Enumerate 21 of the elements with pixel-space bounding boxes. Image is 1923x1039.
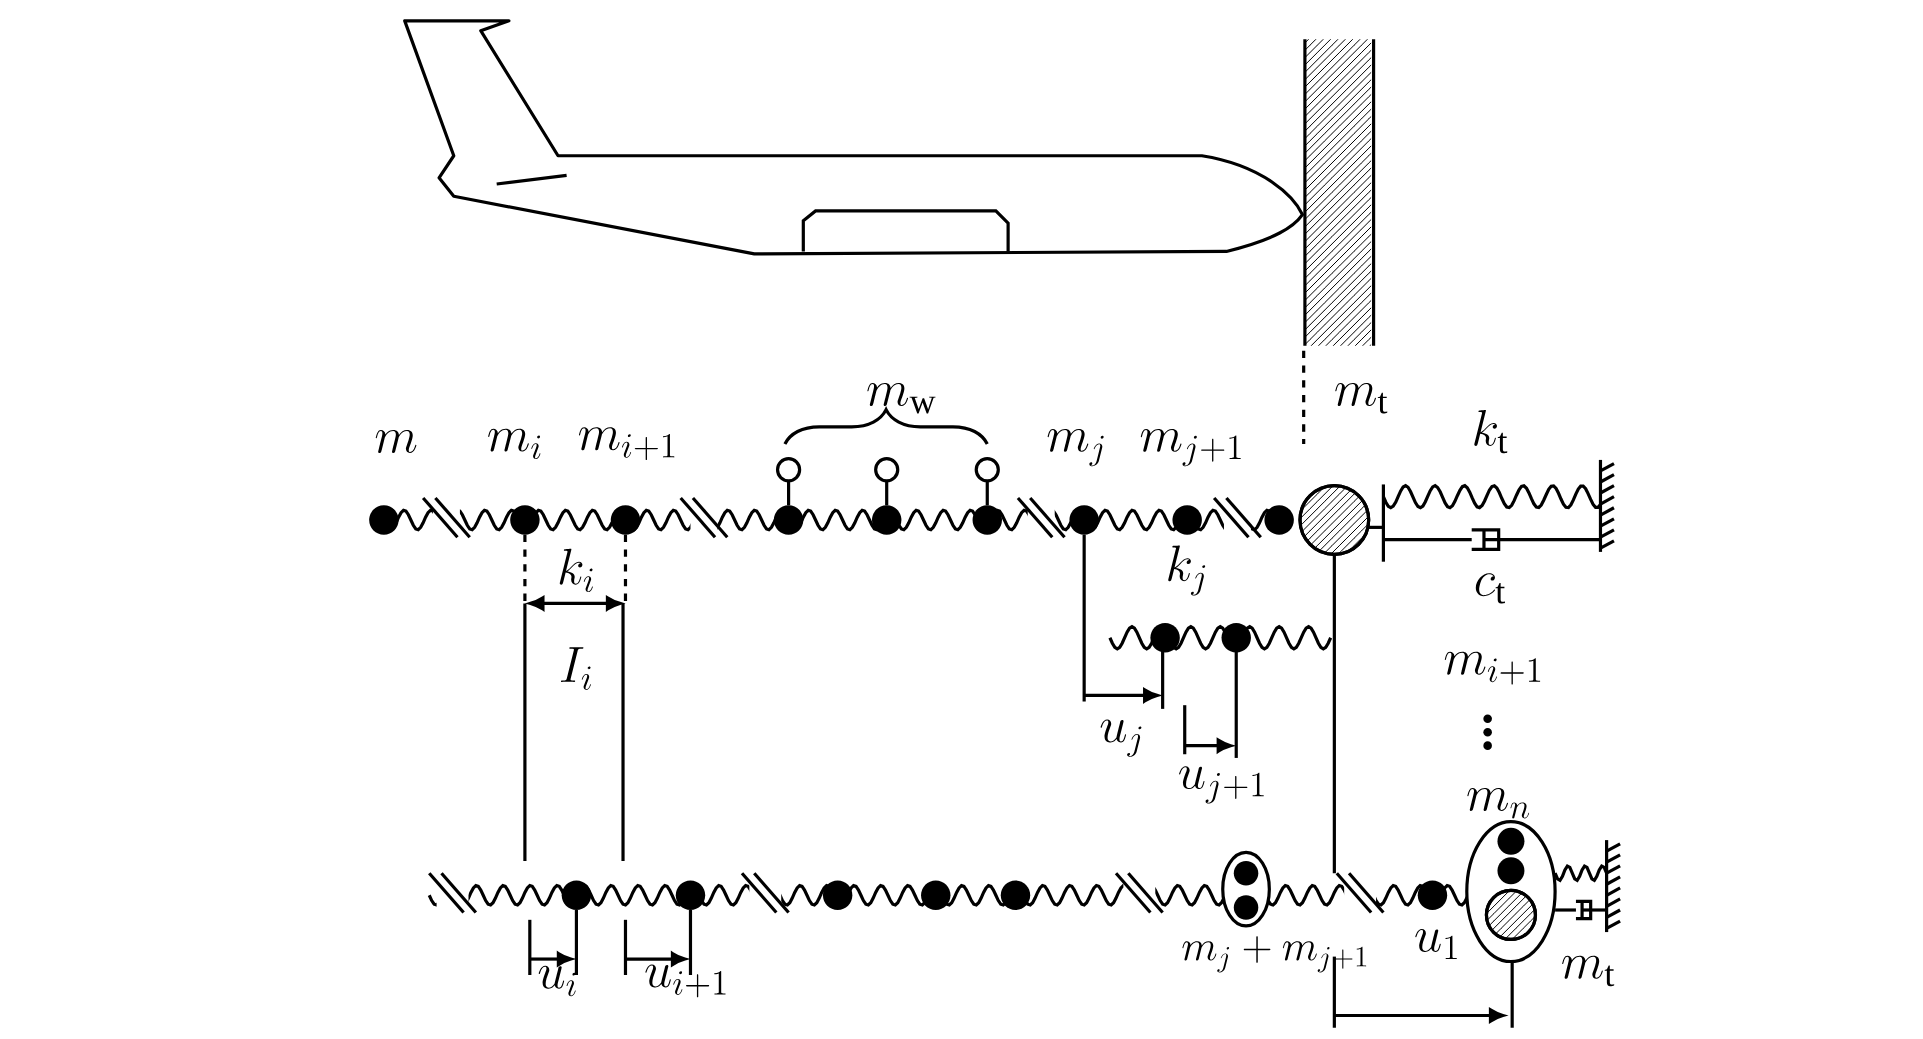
- formula-label: $m_{\mathrm{w}}$: [867, 383, 936, 414]
- formula-label: $m_{j+1}$: [1140, 429, 1241, 467]
- formula-label: $m_{i+1}$: [1444, 651, 1541, 685]
- formula-label: $m$: [375, 430, 417, 454]
- formula-label: $u_{i+1}$: [645, 964, 726, 998]
- formula-label: $m_{\mathrm{t}}$: [1562, 955, 1615, 987]
- formula-label: $k_i$: [559, 548, 593, 593]
- formula-label: $m_{\mathrm{t}}$: [1335, 383, 1388, 414]
- formula-label: $m_j+m_{j+1}$: [1182, 936, 1367, 973]
- formula-label: $u_j$: [1100, 719, 1142, 757]
- formula-label: $m_{i+1}$: [578, 427, 675, 461]
- formula-label: $m_j$: [1047, 429, 1104, 467]
- formula-label: $u_{j+1}$: [1179, 766, 1264, 804]
- formula-label: $u_1$: [1415, 929, 1457, 960]
- formula-label: $c_{\mathrm{t}}$: [1475, 573, 1505, 604]
- formula-label: $u_i$: [538, 965, 576, 997]
- formula-label: $m_i$: [488, 428, 541, 460]
- formula-label: $k_j$: [1168, 545, 1206, 596]
- formula-label: $I_i$: [561, 647, 591, 691]
- formula-label: $k_{\mathrm{t}}$: [1474, 410, 1508, 454]
- formula-label: $m_n$: [1467, 788, 1530, 819]
